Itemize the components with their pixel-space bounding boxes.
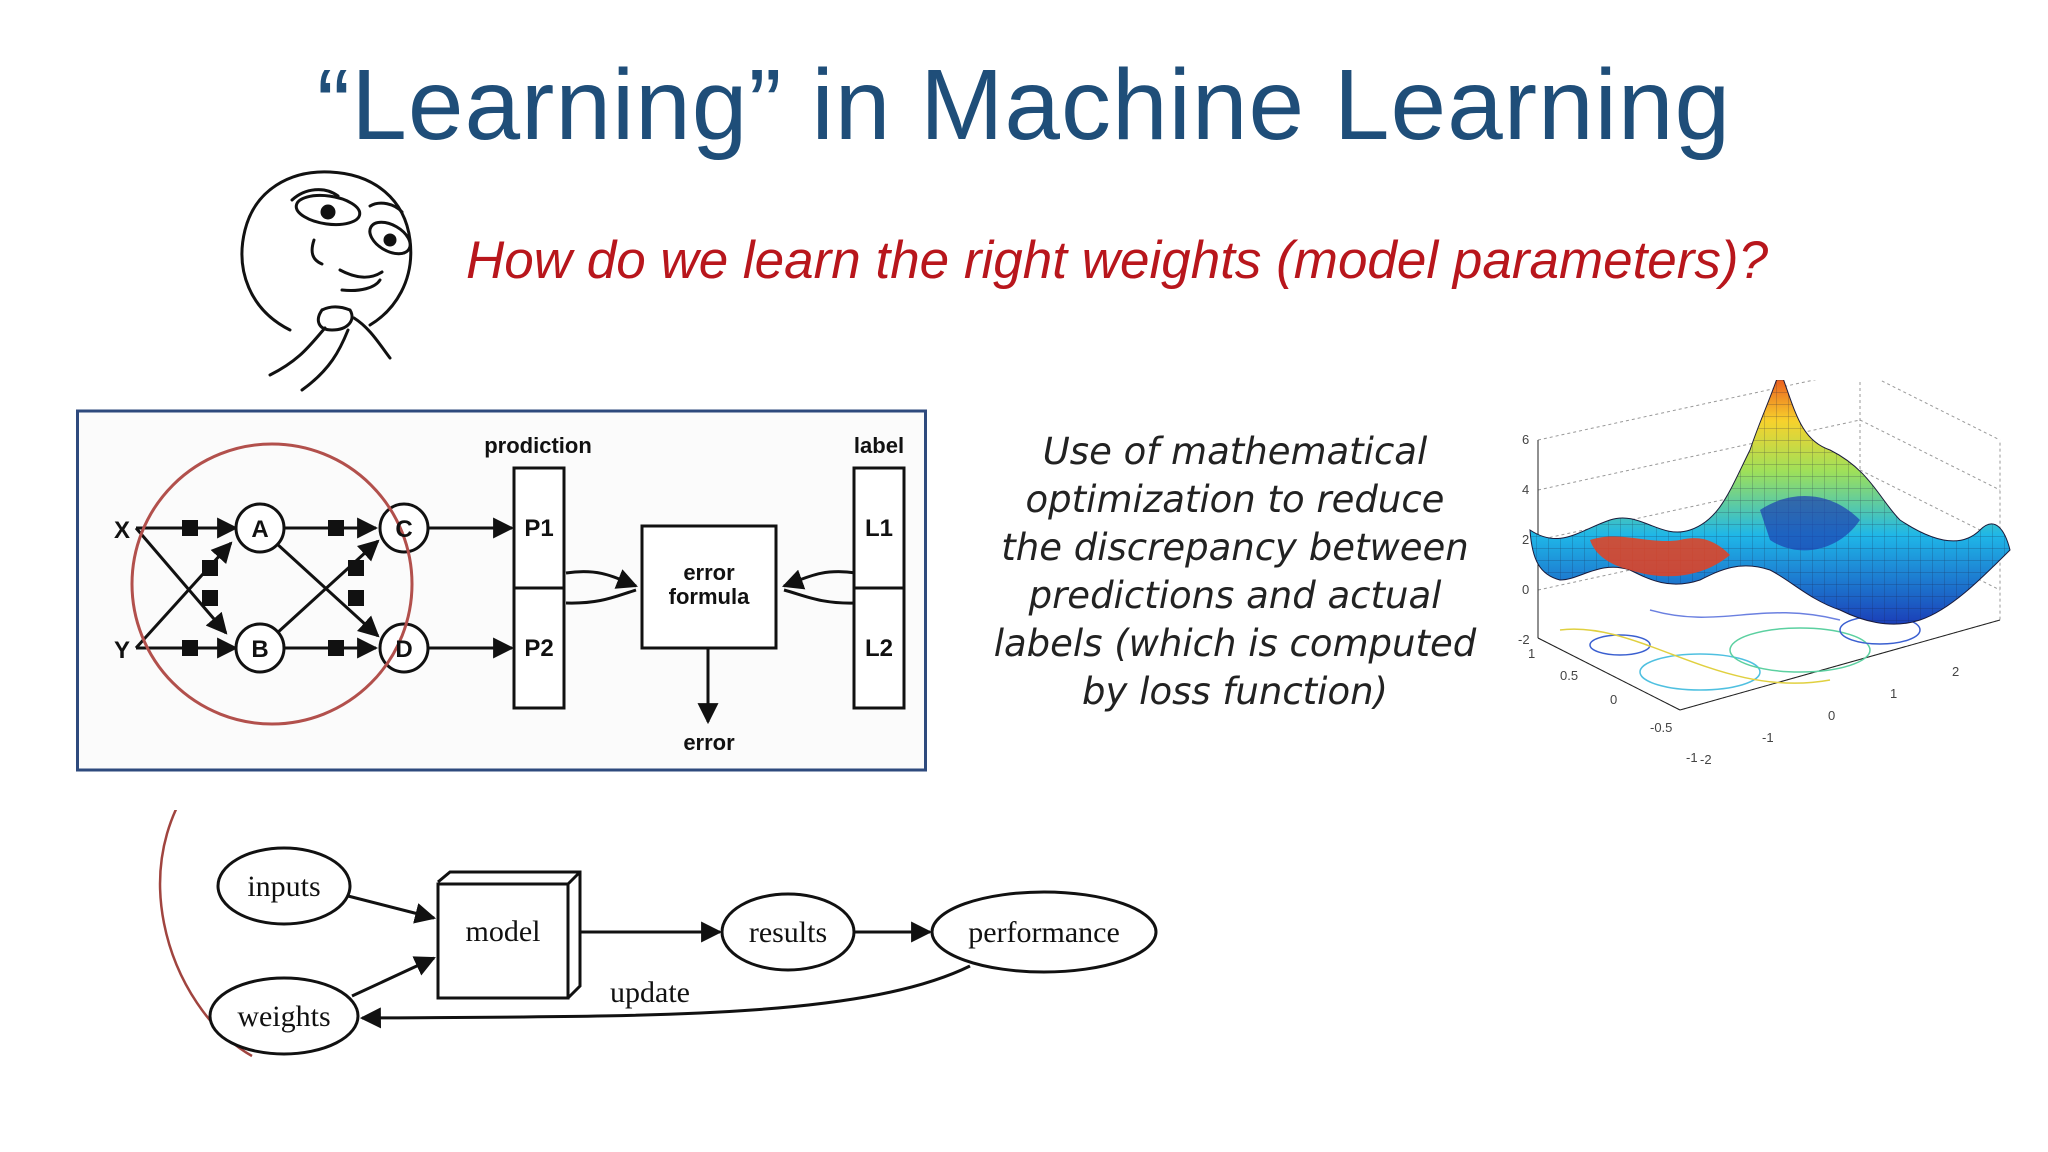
input-label: Y — [114, 637, 130, 664]
surface-plot: 6 4 2 0 -2 1 0.5 0 -0.5 -1 -2 -1 0 1 2 — [1518, 380, 2011, 767]
thinking-face-icon — [240, 170, 413, 392]
inputs-node — [216, 846, 352, 926]
model-node — [436, 882, 570, 1000]
output-node-label: C — [395, 516, 412, 543]
x-tick: -2 — [1700, 752, 1712, 767]
error-formula-label: formula — [669, 584, 750, 609]
label-value: L1 — [865, 515, 893, 542]
prediction-label: P1 — [524, 515, 553, 542]
prediction-header: prodiction — [484, 433, 592, 458]
y-tick: -1 — [1686, 750, 1698, 765]
z-tick: 2 — [1522, 532, 1529, 547]
description-line: by loss function) — [1082, 670, 1388, 713]
output-node-label: D — [395, 636, 412, 663]
flow-diagram: inputs weights model results performance… — [158, 810, 1158, 1058]
description-line: the discrepancy between — [1001, 526, 1469, 569]
x-tick: 0 — [1828, 708, 1835, 723]
y-tick: 1 — [1528, 646, 1535, 661]
label-header: label — [854, 433, 904, 458]
x-tick: -1 — [1762, 730, 1774, 745]
label-value: L2 — [865, 635, 893, 662]
y-tick: 0.5 — [1560, 668, 1578, 683]
hidden-node-label: A — [251, 516, 268, 543]
description-line: predictions and actual — [1028, 574, 1442, 617]
model-label: model — [466, 915, 541, 948]
slide-question: How do we learn the right weights (model… — [466, 231, 1769, 290]
inputs-label: inputs — [247, 870, 320, 903]
hidden-node-label: B — [251, 636, 268, 663]
prediction-label: P2 — [524, 635, 553, 662]
error-formula-label: error — [683, 560, 735, 585]
z-tick: 0 — [1522, 582, 1529, 597]
x-tick: 1 — [1890, 686, 1897, 701]
description-text: Use of mathematical optimization to redu… — [990, 428, 1480, 716]
y-tick: -0.5 — [1650, 720, 1672, 735]
z-tick: 4 — [1522, 482, 1529, 497]
update-label: update — [610, 976, 690, 1009]
input-label: X — [114, 517, 130, 544]
network-diagram: X Y A B C D prodiction P1 P2 label L1 L2… — [76, 409, 927, 772]
performance-label: performance — [968, 916, 1120, 949]
z-tick: 6 — [1522, 432, 1529, 447]
slide-title: “Learning” in Machine Learning — [316, 49, 1732, 161]
description-line: optimization to reduce — [1025, 478, 1445, 521]
error-output-label: error — [683, 730, 735, 755]
weights-highlight-circle — [130, 442, 414, 726]
x-tick: 2 — [1952, 664, 1959, 679]
description-line: labels (which is computed — [993, 622, 1477, 665]
y-tick: 0 — [1610, 692, 1617, 707]
weights-node — [208, 976, 360, 1056]
weights-label: weights — [237, 1000, 330, 1033]
z-tick: -2 — [1518, 632, 1530, 647]
results-label: results — [749, 916, 827, 949]
description-line: Use of mathematical — [1042, 430, 1428, 473]
